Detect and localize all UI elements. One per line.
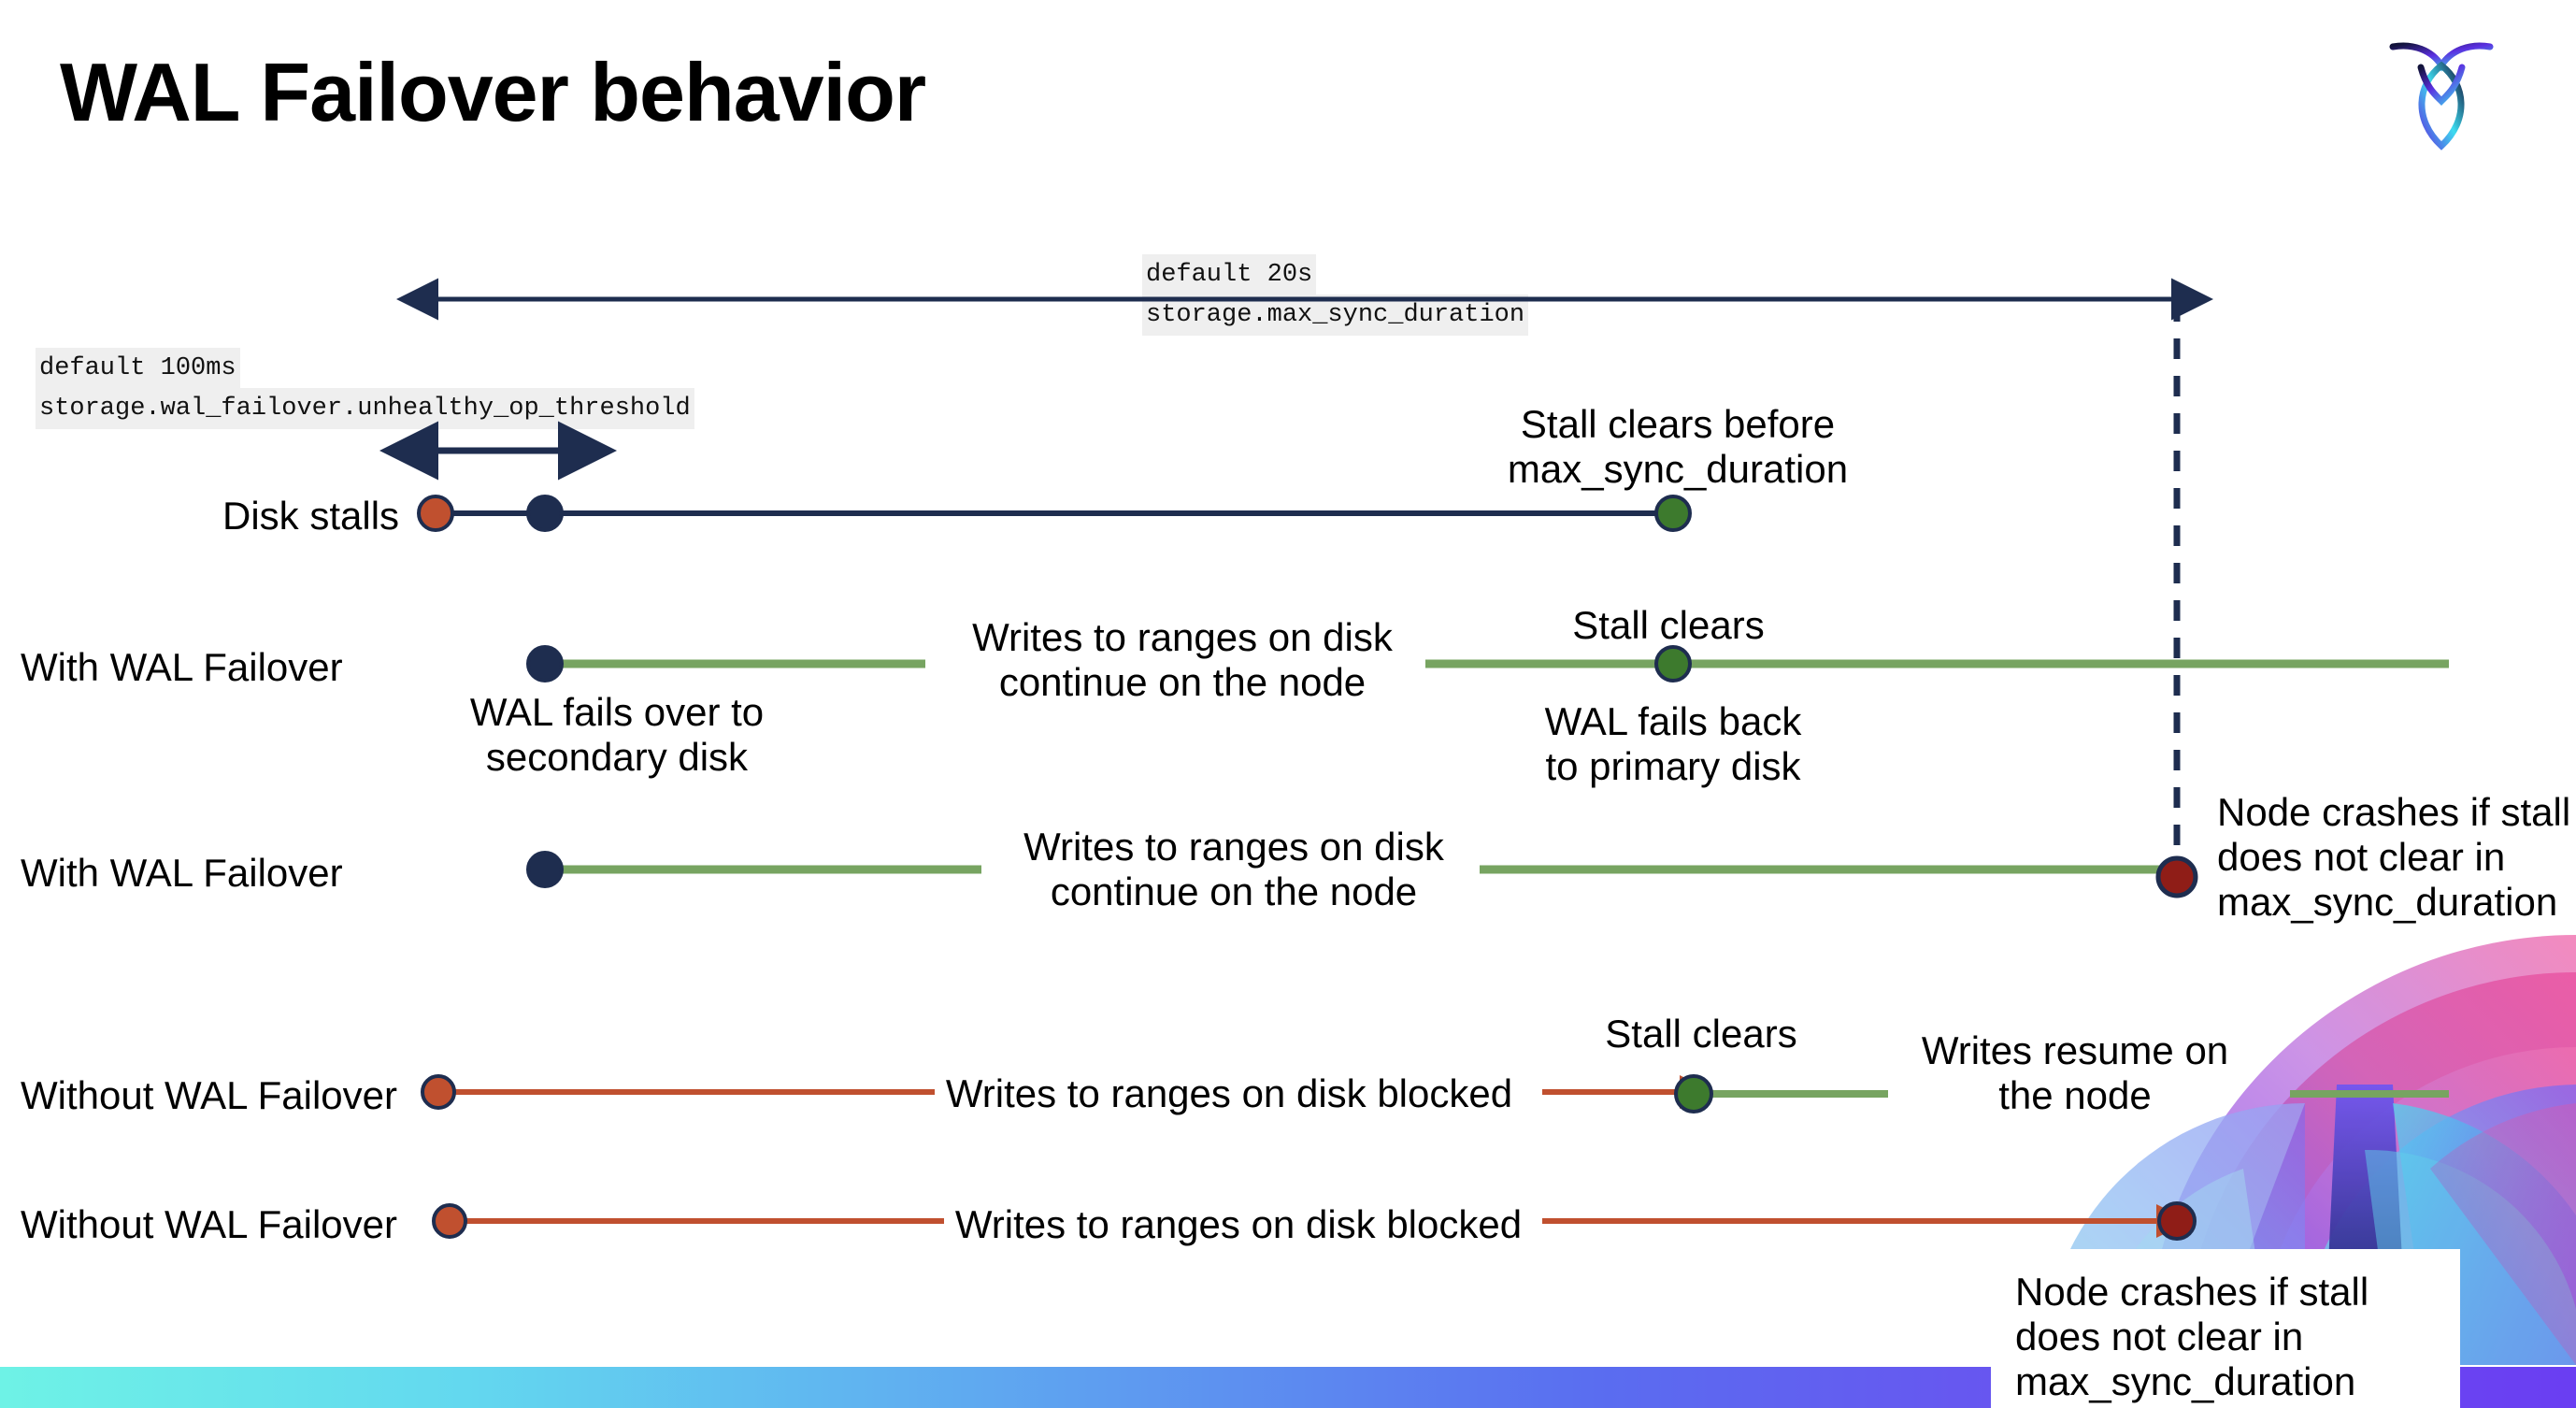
disk-stalls-threshold-dot bbox=[526, 495, 564, 532]
note-writes-continue-row3: Writes to ranges on disk continue on the… bbox=[1023, 825, 1444, 913]
disk-stalls-clear-dot bbox=[1654, 495, 1692, 532]
note-wal-fails-over-to-secondary-disk: WAL fails over to secondary disk bbox=[469, 690, 765, 779]
unhealthy-op-threshold-default-chip: default 100ms bbox=[36, 348, 240, 389]
row5-start-dot bbox=[432, 1203, 467, 1239]
row-label-without-wal-failover-2: Without WAL Failover bbox=[21, 1202, 397, 1246]
unhealthy-op-threshold-setting-chip: storage.wal_failover.unhealthy_op_thresh… bbox=[36, 388, 694, 429]
row-label-with-wal-failover-2: With WAL Failover bbox=[21, 851, 343, 895]
note-writes-blocked-row4: Writes to ranges on disk blocked bbox=[945, 1071, 1513, 1115]
disk-stalls-start-dot bbox=[417, 495, 454, 532]
row2-failover-dot bbox=[526, 645, 564, 682]
row4-stall-clears-dot bbox=[1674, 1074, 1713, 1113]
row2-stall-clears-dot bbox=[1654, 645, 1692, 682]
row-label-with-wal-failover-1: With WAL Failover bbox=[21, 645, 343, 689]
note-stall-clears-row4: Stall clears bbox=[1605, 1012, 1797, 1056]
row5-node-crash-dot bbox=[2157, 1201, 2197, 1241]
row3-node-crash-dot bbox=[2155, 855, 2198, 898]
row-label-disk-stalls: Disk stalls bbox=[222, 494, 400, 538]
note-stall-clears-row2: Stall clears bbox=[1572, 603, 1765, 647]
page-title: WAL Failover behavior bbox=[60, 46, 926, 138]
note-node-crashes-row5: Node crashes if stall does not clear in … bbox=[1991, 1249, 2460, 1408]
note-stall-clears-before-max-sync: Stall clears before max_sync_duration bbox=[1507, 402, 1849, 491]
note-node-crashes-row3: Node crashes if stall does not clear in … bbox=[2217, 790, 2571, 924]
row3-failover-dot bbox=[526, 851, 564, 888]
note-wal-fails-back-to-primary-disk: WAL fails back to primary disk bbox=[1544, 699, 1802, 788]
note-writes-resume-row4: Writes resume on the node bbox=[1921, 1028, 2229, 1117]
note-writes-continue-row2: Writes to ranges on disk continue on the… bbox=[972, 615, 1393, 704]
row-label-without-wal-failover-1: Without WAL Failover bbox=[21, 1073, 397, 1117]
note-writes-blocked-row5: Writes to ranges on disk blocked bbox=[954, 1202, 1523, 1246]
row4-start-dot bbox=[421, 1074, 456, 1110]
cockroachdb-logo-icon bbox=[2385, 30, 2497, 161]
